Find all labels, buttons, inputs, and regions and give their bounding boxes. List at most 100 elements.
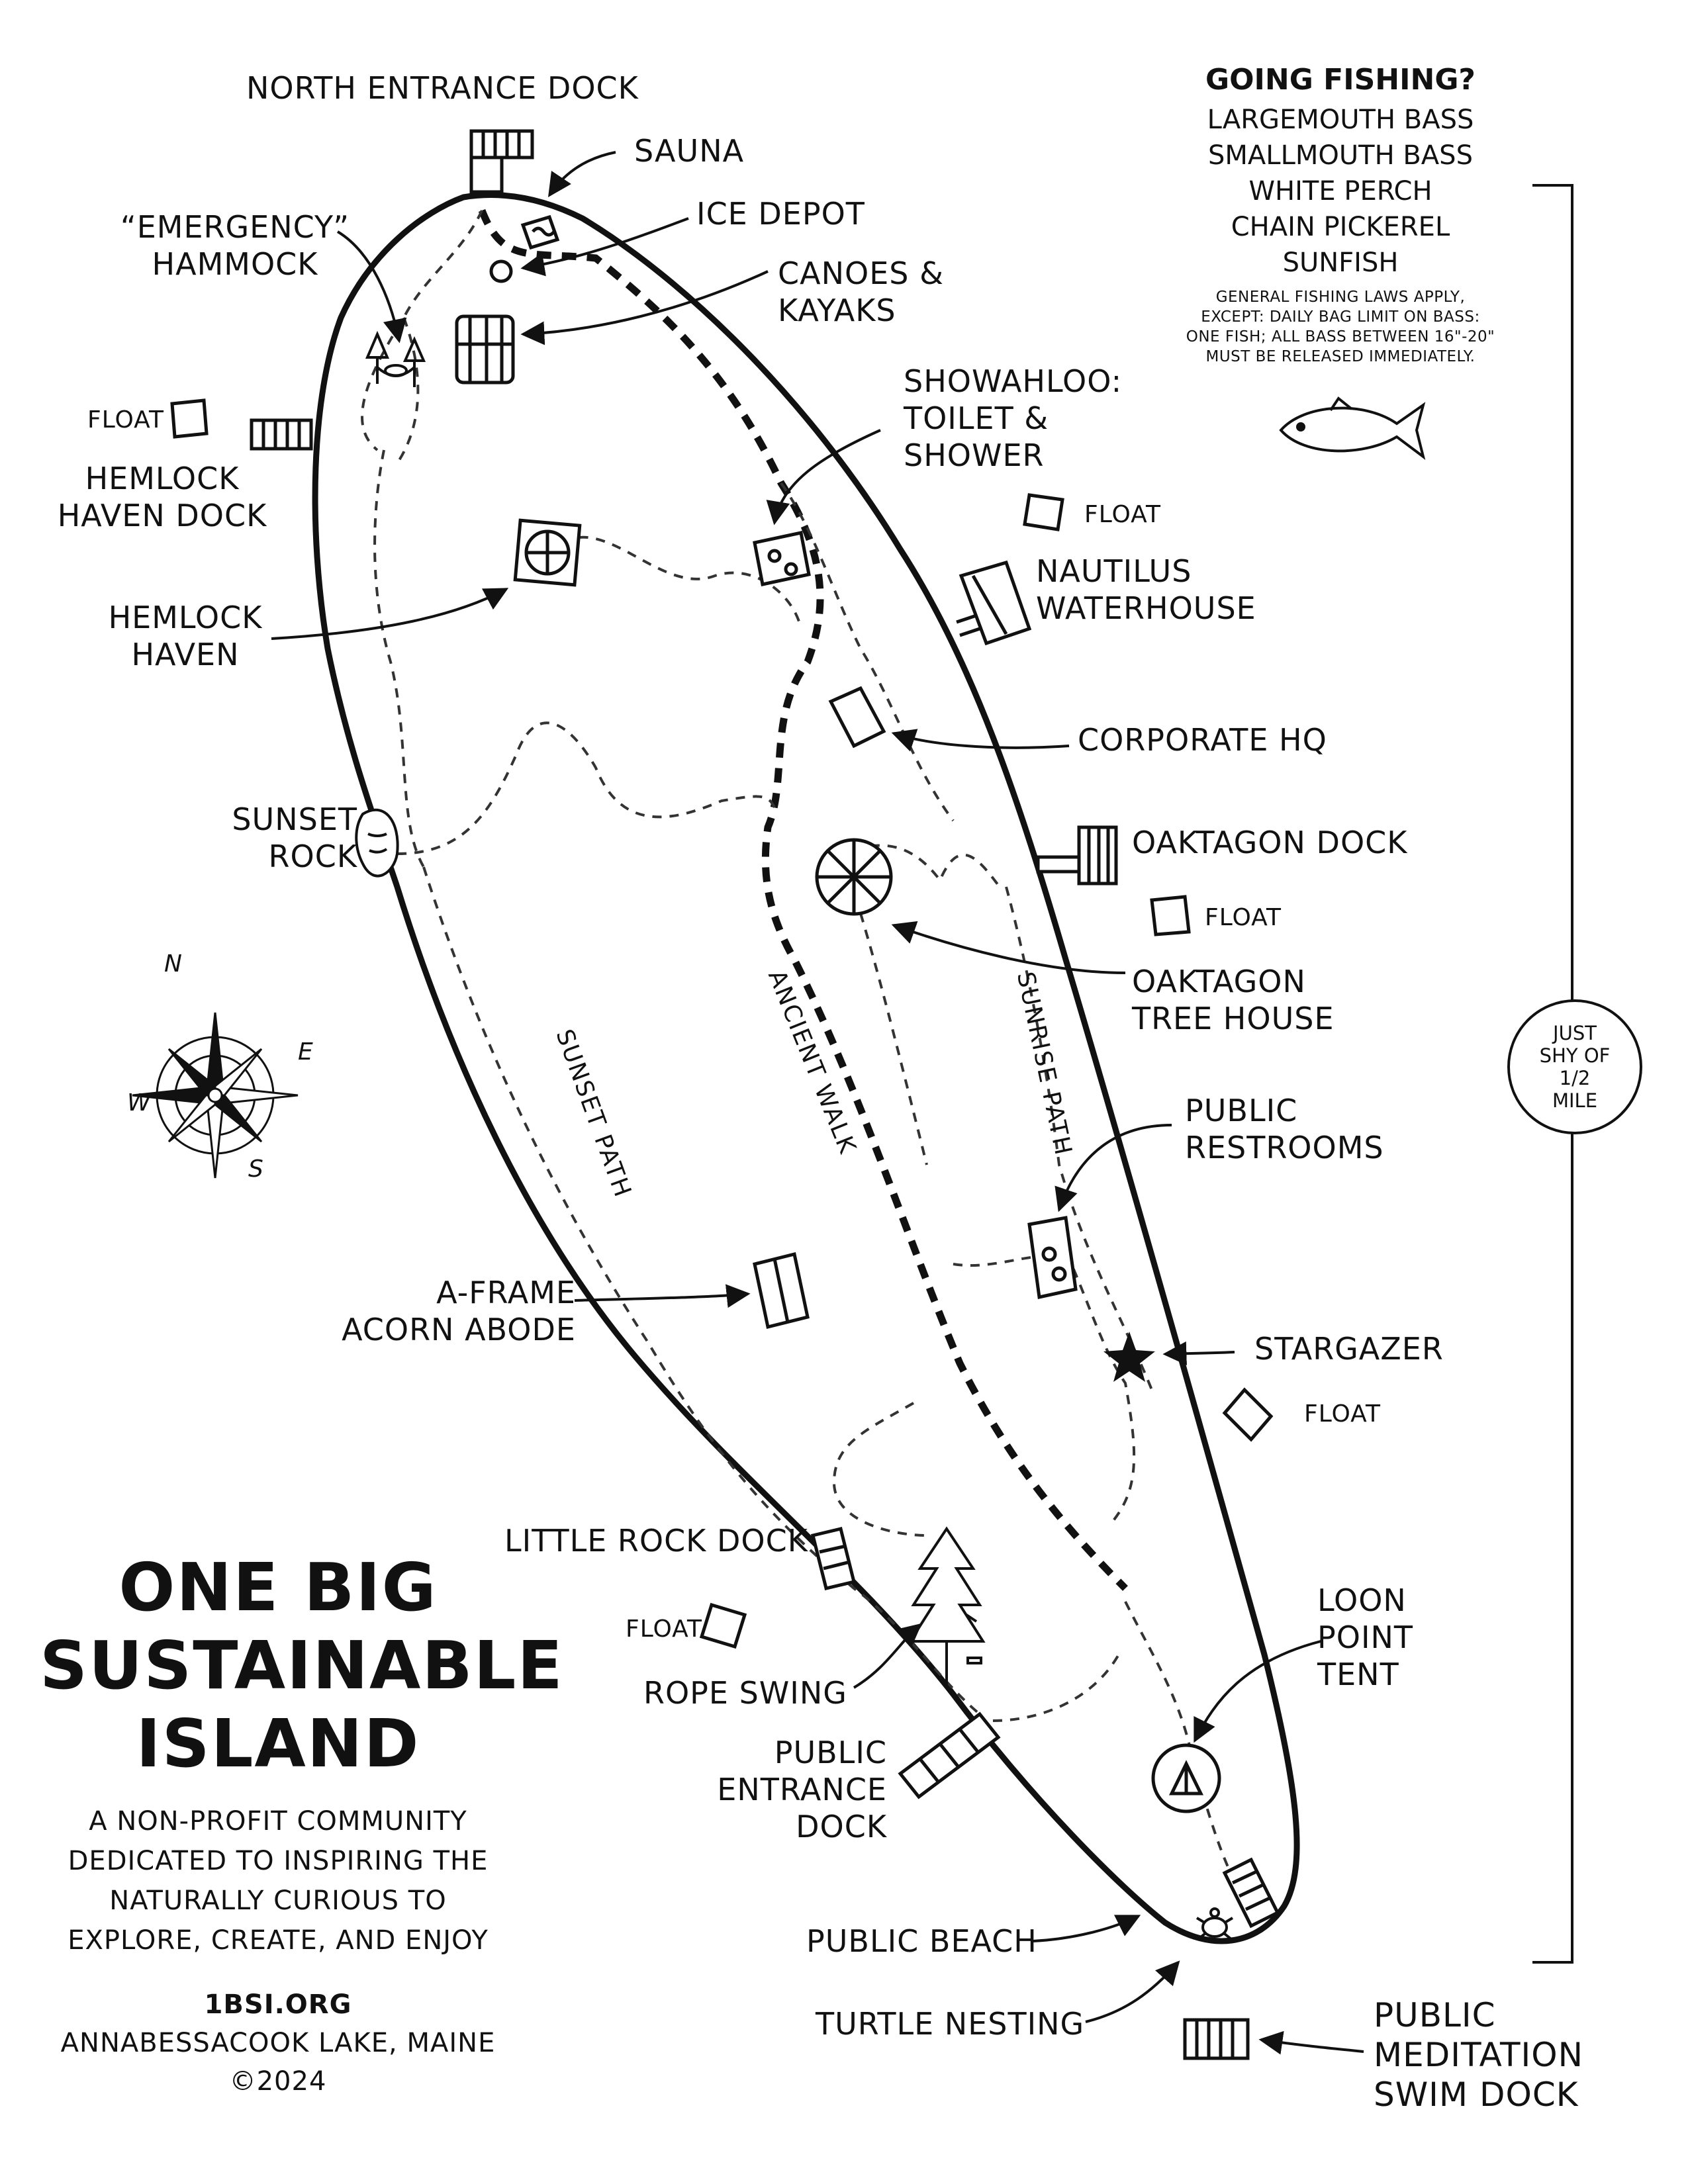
leader-arrows <box>271 151 1364 2055</box>
island-shoreline <box>312 192 1300 1944</box>
label-hemlock-haven-dock-line-2: HAVEN DOCK <box>57 498 267 533</box>
label-public-entrance-dock-line-3: DOCK <box>796 1809 887 1844</box>
north-entrance-dock-icon <box>469 129 534 194</box>
label-public-restrooms: PUBLIC RESTROOMS <box>1185 1092 1384 1166</box>
label-meditation-line-3: SWIM DOCK <box>1374 2075 1579 2114</box>
label-oaktagon-tree-house-line-2: TREE HOUSE <box>1132 1001 1335 1036</box>
label-loon-point-tent: LOON POINT TENT <box>1317 1582 1413 1693</box>
fishing-note-line: MUST BE RELEASED IMMEDIATELY. <box>1205 348 1476 365</box>
emergency-hammock-icon <box>365 330 426 387</box>
hemlock-haven-icon <box>513 518 582 587</box>
compass-rose-icon <box>132 1012 299 1179</box>
label-hemlock-haven: HEMLOCK HAVEN <box>103 599 268 673</box>
label-stargazer: STARGAZER <box>1254 1331 1444 1367</box>
label-nautilus-waterhouse: NAUTILUS WATERHOUSE <box>1036 553 1256 627</box>
label-public-beach: PUBLIC BEACH <box>806 1923 1037 1959</box>
scale-line: JUST <box>1553 1022 1597 1044</box>
label-loon-point-tent-line-2: POINT <box>1317 1619 1414 1655</box>
public-restrooms-icon <box>1027 1216 1078 1300</box>
label-nautilus-waterhouse-line-2: WATERHOUSE <box>1036 590 1256 626</box>
label-little-rock-dock: LITTLE ROCK DOCK <box>504 1523 808 1559</box>
label-oaktagon-dock: OAKTAGON DOCK <box>1132 825 1408 860</box>
fish-icon <box>1279 396 1426 460</box>
compass-w: W <box>127 1089 152 1116</box>
label-nautilus-waterhouse-line-1: NAUTILUS <box>1036 553 1192 589</box>
beach-dock-icon <box>1222 1857 1280 1929</box>
label-public-restrooms-line-1: PUBLIC <box>1185 1093 1298 1128</box>
label-ice-depot: ICE DEPOT <box>696 196 865 232</box>
label-corporate-hq: CORPORATE HQ <box>1078 722 1327 758</box>
label-oaktagon-tree-house: OAKTAGON TREE HOUSE <box>1132 963 1335 1037</box>
label-rope-swing: ROPE SWING <box>643 1675 847 1711</box>
fishing-species-item: SMALLMOUTH BASS <box>1208 140 1473 171</box>
title-line-3: ISLAND <box>136 1705 420 1782</box>
canoes-kayaks-icon <box>455 314 515 385</box>
label-oaktagon-tree-house-line-1: OAKTAGON <box>1132 964 1306 999</box>
tagline-line: NATURALLY CURIOUS TO <box>109 1886 447 1916</box>
label-sunset-rock-line-1: SUNSET <box>232 801 357 837</box>
label-showahloo-line-3: SHOWER <box>904 437 1045 473</box>
label-sauna: SAUNA <box>634 133 745 169</box>
fishing-note-line: ONE FISH; ALL BASS BETWEEN 16"-20" <box>1186 328 1495 345</box>
fishing-panel: GOING FISHING? LARGEMOUTH BASS SMALLMOUT… <box>1178 63 1503 367</box>
label-meditation-line-2: MEDITATION <box>1374 2036 1584 2074</box>
label-turtle-nesting: TURTLE NESTING <box>816 2006 1085 2042</box>
label-a-frame: A-FRAME ACORN ABODE <box>331 1274 576 1348</box>
compass-n: N <box>164 950 183 978</box>
label-hemlock-haven-line-2: HAVEN <box>131 637 240 672</box>
fishing-note-line: GENERAL FISHING LAWS APPLY, <box>1215 289 1466 306</box>
float-icons <box>170 398 1274 1649</box>
public-entrance-dock-icon <box>898 1711 1001 1799</box>
little-rock-dock-icon <box>810 1526 857 1591</box>
scale-line: 1/2 <box>1559 1067 1591 1089</box>
label-public-entrance-dock-line-2: ENTRANCE <box>717 1772 887 1807</box>
title-line-2: SUSTAINABLE <box>40 1627 564 1704</box>
showahloo-icon <box>753 531 811 586</box>
a-frame-icon <box>753 1251 810 1330</box>
fishing-note-line: EXCEPT: DAILY BAG LIMIT ON BASS: <box>1201 308 1480 326</box>
label-public-meditation-swim-dock: PUBLIC MEDITATION SWIM DOCK <box>1374 1995 1583 2115</box>
tagline-line: DEDICATED TO INSPIRING THE <box>68 1846 489 1876</box>
tree-icon <box>908 1526 986 1688</box>
label-canoes-kayaks-line-2: KAYAKS <box>778 293 896 328</box>
fishing-species-item: LARGEMOUTH BASS <box>1207 105 1474 135</box>
fishing-species-list: LARGEMOUTH BASS SMALLMOUTH BASS WHITE PE… <box>1178 102 1503 281</box>
label-hemlock-haven-line-1: HEMLOCK <box>108 600 263 635</box>
label-a-frame-line-1: A-FRAME <box>436 1275 576 1310</box>
tagline-line: EXPLORE, CREATE, AND ENJOY <box>68 1925 489 1956</box>
label-a-frame-line-2: ACORN ABODE <box>342 1312 576 1347</box>
fishing-species-item: SUNFISH <box>1282 248 1399 278</box>
scale-line: SHY OF <box>1539 1044 1611 1067</box>
label-public-entrance-dock-line-1: PUBLIC <box>774 1735 887 1770</box>
label-emergency-hammock-line-2: HAMMOCK <box>152 246 318 282</box>
star-icon <box>1103 1332 1155 1382</box>
sauna-icon <box>520 214 560 250</box>
footer: 1BSI.ORG ANNABESSACOOK LAKE, MAINE ©2024 <box>40 1985 516 2101</box>
label-loon-point-tent-line-3: TENT <box>1317 1657 1399 1692</box>
label-showahloo-line-1: SHOWAHLOO: <box>904 363 1123 399</box>
label-emergency-hammock-line-1: “EMERGENCY” <box>120 209 350 245</box>
turtle-icon <box>1196 1907 1234 1940</box>
footer-url[interactable]: 1BSI.ORG <box>204 1989 352 2020</box>
label-canoes-kayaks: CANOES & KAYAKS <box>778 255 944 329</box>
fishing-species-item: WHITE PERCH <box>1248 176 1432 206</box>
scale-line: MILE <box>1552 1089 1598 1112</box>
label-showahloo: SHOWAHLOO: TOILET & SHOWER <box>904 363 1122 474</box>
label-public-entrance-dock: PUBLIC ENTRANCE DOCK <box>688 1734 887 1845</box>
title-block: ONE BIG SUSTAINABLE ISLAND A NON-PROFIT … <box>40 1549 564 2101</box>
tagline-line: A NON-PROFIT COMMUNITY <box>89 1806 467 1837</box>
oaktagon-tree-house-icon <box>815 838 893 916</box>
fishing-species-item: CHAIN PICKEREL <box>1231 212 1450 242</box>
title-line-1: ONE BIG <box>118 1549 438 1626</box>
footer-copyright: ©2024 <box>229 2066 327 2097</box>
tagline: A NON-PROFIT COMMUNITY DEDICATED TO INSP… <box>40 1801 516 1960</box>
label-sunset-rock-line-2: ROCK <box>268 839 357 874</box>
label-float-3: FLOAT <box>1205 904 1282 931</box>
label-public-restrooms-line-2: RESTROOMS <box>1185 1130 1384 1165</box>
label-emergency-hammock: “EMERGENCY” HAMMOCK <box>116 208 354 283</box>
corporate-hq-icon <box>828 686 886 749</box>
ancient-walk-trail <box>478 208 1128 1591</box>
fishing-note: GENERAL FISHING LAWS APPLY, EXCEPT: DAIL… <box>1178 287 1503 367</box>
